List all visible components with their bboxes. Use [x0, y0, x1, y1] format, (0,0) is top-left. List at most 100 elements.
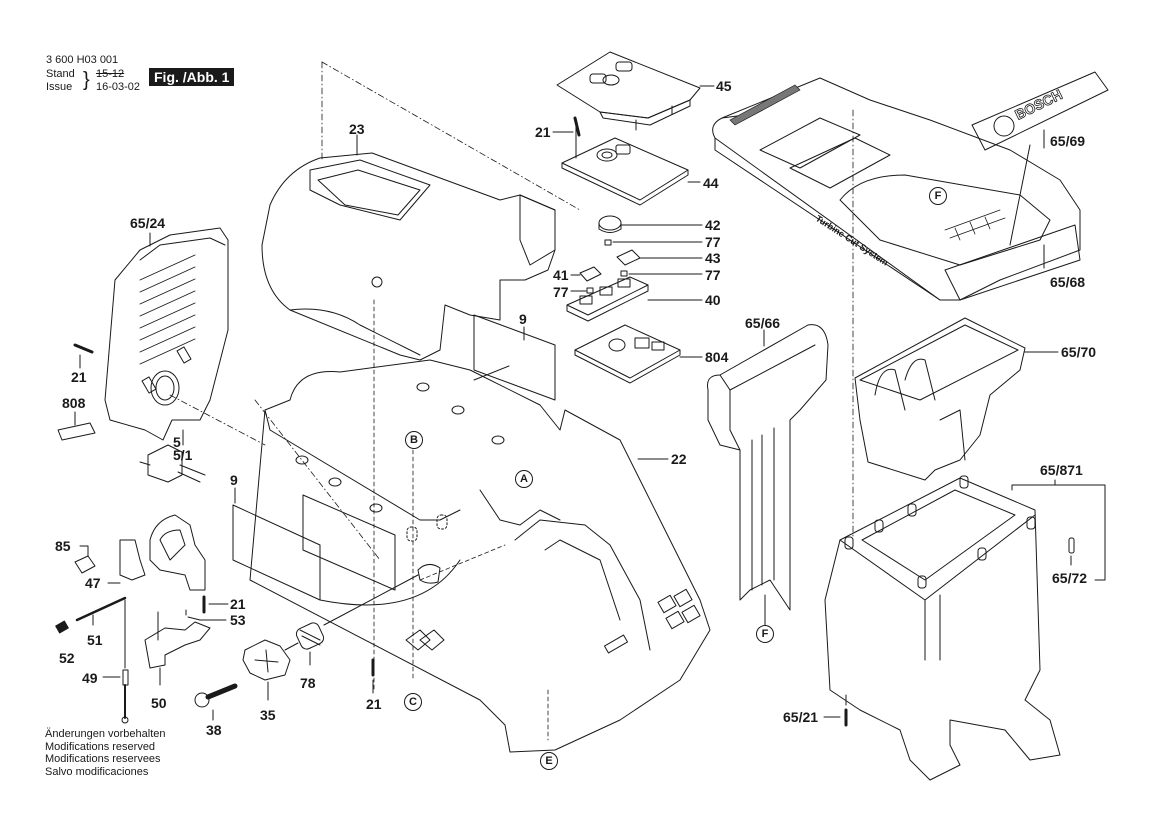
callout-808: 808 — [62, 395, 86, 411]
callout-5: 5 — [173, 434, 181, 450]
hopper-brand-text: Turbine Cut System — [814, 213, 890, 267]
corner-posts — [844, 475, 1036, 589]
callout-77-a: 77 — [705, 234, 721, 250]
callout-5-1: 5/1 — [173, 447, 193, 463]
brace: } — [83, 69, 90, 91]
callout-52: 52 — [59, 650, 75, 666]
stand-label: Stand — [46, 68, 75, 80]
note-es: Salvo modificaciones — [45, 765, 149, 778]
part-65-871-container — [824, 475, 1106, 781]
callout-42: 42 — [705, 217, 721, 233]
stand-value-struck: 15-12 — [96, 68, 125, 80]
callout-47: 47 — [85, 575, 101, 591]
callout-65-24: 65/24 — [130, 215, 166, 231]
part-number: 3 600 H03 001 — [46, 54, 119, 66]
part-77-spring-a — [604, 239, 703, 246]
callout-38: 38 — [206, 722, 222, 738]
part-45-cover-plate — [556, 51, 715, 131]
part-22-lower-housing — [249, 359, 711, 753]
figure-label: Fig. /Abb. 1 — [149, 68, 235, 86]
part-40-switch-carrier — [566, 276, 703, 322]
modification-notes: Änderungen vorbehalten Modifications res… — [45, 728, 165, 778]
part-41-button — [570, 266, 602, 282]
callout-22: 22 — [671, 451, 687, 467]
callout-50: 50 — [151, 695, 167, 711]
part-22-small-pegs — [406, 514, 448, 584]
part-52-spring — [55, 620, 69, 634]
part-42-knob — [598, 215, 703, 233]
callout-65-70: 65/70 — [1061, 344, 1097, 360]
callout-53: 53 — [230, 612, 246, 628]
reference-mark-c: C — [404, 693, 422, 711]
part-23-upper-housing — [261, 134, 556, 361]
vent-grid — [944, 209, 1006, 241]
callout-65-21: 65/21 — [783, 709, 819, 725]
part-44-switch-plate — [552, 116, 701, 206]
reference-mark-b: B — [405, 431, 423, 449]
callout-77-b: 77 — [705, 267, 721, 283]
callout-9-right: 9 — [519, 311, 527, 327]
callout-21-bottom: 21 — [366, 696, 382, 712]
issue-label: Issue — [46, 81, 73, 93]
part-78-spring — [284, 574, 419, 666]
part-5-plug — [139, 429, 206, 483]
reference-mark-f-bottom: F — [756, 625, 774, 643]
callout-65-72: 65/72 — [1052, 570, 1088, 586]
reference-mark-f-top: F — [929, 187, 947, 205]
part-65-70-basket — [854, 317, 1059, 481]
dashed-guides — [373, 299, 549, 741]
part-43-button — [616, 249, 703, 266]
part-65-66-pusher — [707, 324, 829, 626]
callout-78: 78 — [300, 675, 316, 691]
callout-21-side: 21 — [71, 369, 87, 385]
part-49-pin — [102, 599, 129, 724]
part-9-label-right — [473, 314, 556, 401]
part-35-knob — [242, 639, 291, 701]
callout-21-top: 21 — [535, 124, 551, 140]
callout-40: 40 — [705, 292, 721, 308]
part-38-bolt — [194, 683, 238, 721]
part-85-clip — [74, 545, 96, 574]
callout-35: 35 — [260, 707, 276, 723]
callout-44: 44 — [703, 175, 719, 191]
part-9-label-center — [302, 494, 396, 591]
part-65-21-screw — [823, 694, 848, 727]
callout-49: 49 — [82, 670, 98, 686]
part-51-pin — [75, 596, 127, 626]
callout-9-left: 9 — [230, 472, 238, 488]
callout-65-69: 65/69 — [1050, 133, 1086, 149]
part-77-spring-c — [570, 287, 594, 294]
callout-41: 41 — [553, 267, 569, 283]
reference-mark-e: E — [540, 752, 558, 770]
issue-date: 16-03-02 — [96, 81, 141, 93]
note-fr: Modifications reservees — [45, 753, 161, 765]
assembly-axes — [169, 61, 854, 561]
callout-43: 43 — [705, 250, 721, 266]
part-47-bracket — [107, 514, 206, 591]
callout-804: 804 — [705, 349, 729, 365]
reference-mark-a: A — [515, 470, 533, 488]
part-65-68-hopper-top — [712, 77, 1081, 301]
note-de: Änderungen vorbehalten — [45, 728, 166, 740]
part-21-screw-side — [73, 343, 94, 369]
part-65-24-side-cover — [104, 227, 229, 441]
callout-51: 51 — [87, 632, 103, 648]
callout-77-c: 77 — [553, 284, 569, 300]
part-53-pin — [185, 609, 227, 621]
note-en: Modifications reserved — [45, 740, 156, 753]
callout-65-871: 65/871 — [1040, 462, 1083, 478]
callout-65-68: 65/68 — [1050, 274, 1086, 290]
part-65-69-bosch-badge — [971, 71, 1109, 151]
callout-45: 45 — [716, 78, 732, 94]
callout-23: 23 — [349, 121, 365, 137]
part-77-spring-b — [620, 270, 703, 277]
callout-85: 85 — [55, 538, 71, 554]
part-21-screw-bracket — [202, 595, 229, 614]
callout-65-66: 65/66 — [745, 315, 781, 331]
part-804-circuit-board — [574, 324, 703, 384]
part-50-switch-bracket — [144, 611, 211, 686]
part-808-label — [57, 411, 96, 441]
part-9-label-left — [232, 487, 321, 601]
